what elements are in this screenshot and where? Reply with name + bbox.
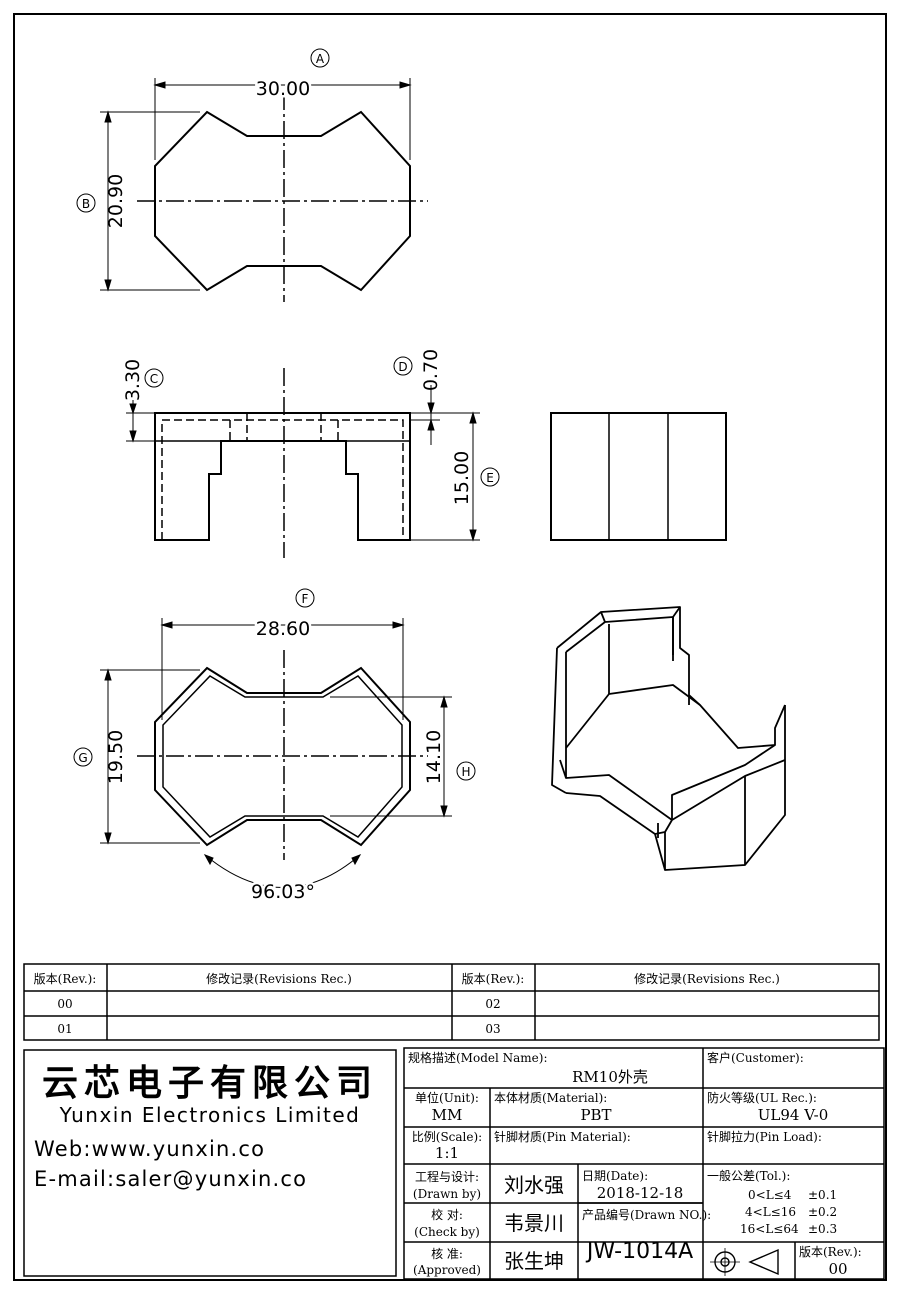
unit-value: MM bbox=[432, 1106, 463, 1124]
dim-C bbox=[126, 368, 164, 443]
drawn-label-cn: 工程与设计: bbox=[415, 1169, 479, 1184]
material-value: PBT bbox=[580, 1106, 611, 1124]
dim-D-tag: D bbox=[398, 360, 407, 374]
rev-header-rec-right: 修改记录(Revisions Rec.) bbox=[634, 971, 780, 986]
date-value: 2018-12-18 bbox=[597, 1184, 683, 1202]
dim-D-value: 0.70 bbox=[420, 349, 442, 391]
revision-table bbox=[23, 963, 880, 1041]
sheet-border bbox=[13, 13, 887, 1281]
top-view-centerlines bbox=[137, 92, 428, 302]
drawn-no-value: JW-1014A bbox=[585, 1239, 693, 1264]
check-label-cn: 校 对: bbox=[431, 1207, 463, 1222]
dim-E-balloon bbox=[480, 467, 500, 487]
tol-label: 一般公差(Tol.): bbox=[707, 1168, 790, 1183]
tol-value-3: ±0.3 bbox=[808, 1222, 837, 1236]
dim-E-tag: E bbox=[486, 471, 494, 485]
dim-A-value: 30.00 bbox=[256, 78, 310, 100]
front-view bbox=[154, 412, 411, 541]
dim-G-balloon bbox=[73, 747, 93, 767]
dim-H bbox=[330, 695, 476, 818]
pin-load-label: 针脚拉力(Pin Load): bbox=[707, 1129, 822, 1144]
drawn-label-en: (Drawn by) bbox=[413, 1187, 481, 1201]
dim-B bbox=[76, 110, 200, 292]
dim-A-balloon bbox=[310, 48, 330, 68]
dim-A bbox=[153, 48, 412, 160]
dim-F bbox=[160, 588, 405, 720]
dim-F-tag: F bbox=[302, 592, 309, 606]
dim-D-balloon bbox=[393, 356, 413, 376]
unit-label: 单位(Unit): bbox=[415, 1090, 479, 1105]
ul-value: UL94 V-0 bbox=[758, 1106, 829, 1124]
dim-E-value: 15.00 bbox=[451, 451, 473, 505]
model-value: RM10外壳 bbox=[572, 1068, 648, 1086]
dim-H-value: 14.10 bbox=[423, 730, 445, 784]
dim-D bbox=[393, 356, 440, 445]
dim-E bbox=[410, 411, 500, 542]
company-email: E-mail:saler@yunxin.co bbox=[34, 1167, 307, 1191]
bottom-view-centerlines bbox=[137, 650, 428, 860]
dim-G bbox=[73, 668, 200, 845]
drawn-value: 刘水强 bbox=[504, 1173, 564, 1197]
tol-range-1: 0<L≤4 bbox=[748, 1188, 792, 1202]
material-label: 本体材质(Material): bbox=[494, 1091, 607, 1105]
date-label: 日期(Date): bbox=[582, 1169, 648, 1183]
rev-row-2-left: 01 bbox=[57, 1022, 72, 1036]
rev-value: 00 bbox=[828, 1260, 847, 1278]
dim-H-balloon bbox=[456, 761, 476, 781]
dim-A-tag: A bbox=[316, 52, 325, 66]
approved-value: 张生坤 bbox=[504, 1249, 564, 1273]
dim-C-tag: C bbox=[150, 372, 158, 386]
rev-header-rev-left: 版本(Rev.): bbox=[34, 972, 97, 986]
dim-C-balloon bbox=[144, 368, 164, 388]
ul-label: 防火等级(UL Rec.): bbox=[707, 1090, 817, 1105]
customer-label: 客户(Customer): bbox=[707, 1050, 804, 1065]
dim-F-balloon bbox=[295, 588, 315, 608]
rev-label: 版本(Rev.): bbox=[799, 1245, 862, 1259]
side-view bbox=[550, 412, 727, 541]
bottom-view-outer bbox=[154, 666, 411, 847]
dim-G-value: 19.50 bbox=[105, 730, 127, 784]
tol-range-2: 4<L≤16 bbox=[745, 1205, 796, 1219]
dim-C-value: 3.30 bbox=[122, 359, 144, 401]
rev-row-2-right: 03 bbox=[485, 1022, 500, 1036]
title-block bbox=[23, 1047, 885, 1280]
top-view bbox=[154, 110, 411, 292]
top-view-outline bbox=[154, 110, 411, 292]
dim-H-tag: H bbox=[461, 765, 470, 779]
company-name-cn: 云芯电子有限公司 bbox=[42, 1063, 378, 1104]
pin-material-label: 针脚材质(Pin Material): bbox=[494, 1129, 631, 1144]
scale-value: 1:1 bbox=[435, 1144, 459, 1162]
projection-symbol-icon bbox=[710, 1248, 779, 1276]
tol-range-3: 16<L≤64 bbox=[740, 1222, 799, 1236]
dim-F-value: 28.60 bbox=[256, 618, 310, 640]
rev-row-1-right: 02 bbox=[485, 997, 500, 1011]
bottom-view bbox=[154, 666, 411, 847]
dim-angle-value: 96.03° bbox=[251, 881, 315, 903]
company-name-en: Yunxin Electronics Limited bbox=[59, 1103, 361, 1127]
approved-label-en: (Approved) bbox=[413, 1263, 481, 1277]
rev-row-1-left: 00 bbox=[57, 997, 72, 1011]
scale-label: 比例(Scale): bbox=[412, 1130, 482, 1144]
model-label: 规格描述(Model Name): bbox=[408, 1050, 548, 1065]
dim-B-value: 20.90 bbox=[105, 174, 127, 228]
dim-B-balloon bbox=[76, 193, 96, 213]
tol-value-2: ±0.2 bbox=[808, 1205, 837, 1219]
front-view-hidden-lines bbox=[161, 413, 404, 540]
rev-header-rec-left: 修改记录(Revisions Rec.) bbox=[206, 971, 352, 986]
dim-B-tag: B bbox=[82, 197, 90, 211]
check-value: 韦景川 bbox=[504, 1211, 564, 1235]
tol-value-1: ±0.1 bbox=[808, 1188, 837, 1202]
isometric-view bbox=[551, 606, 786, 871]
bottom-view-inner bbox=[162, 675, 403, 838]
drawn-no-label: 产品编号(Drawn NO.): bbox=[582, 1207, 711, 1222]
dim-G-tag: G bbox=[78, 751, 87, 765]
rev-header-rev-right: 版本(Rev.): bbox=[462, 972, 525, 986]
check-label-en: (Check by) bbox=[414, 1225, 480, 1239]
approved-label-cn: 核 准: bbox=[431, 1247, 463, 1261]
dim-angle bbox=[203, 854, 362, 888]
company-web: Web:www.yunxin.co bbox=[34, 1137, 265, 1161]
